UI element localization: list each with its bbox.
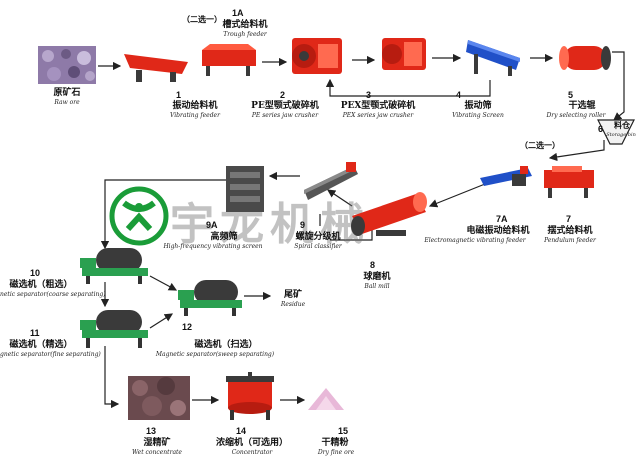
pex-jaw-crusher-image [376, 32, 432, 78]
company-logo [108, 185, 170, 247]
wet-concentrate-number: 13 [146, 426, 157, 436]
dry-selecting-roller-image [556, 40, 612, 76]
dry-selecting-roller-label-en: Dry selecting roller [546, 112, 606, 119]
dry-selecting-roller-label: 干选辊 [568, 101, 596, 111]
vibrating-screen-number: 4 [456, 90, 462, 100]
screen-return-loop [325, 78, 491, 97]
vibrating-screen-image [464, 32, 526, 80]
trough-feeder-image [198, 42, 260, 78]
vibrating-feeder-number: 1 [176, 90, 182, 100]
ball-mill-label: 球磨机 [363, 272, 391, 282]
pendulum-feeder-number: 7 [566, 214, 572, 224]
wet-concentrate-label-en: Wet concentrate [132, 449, 182, 456]
spiral-classifier-number: 9 [300, 220, 306, 230]
em-vibrating-feeder-label: 电磁振动给料机 [466, 226, 530, 236]
wet-concentrate-label: 湿精矿 [143, 438, 171, 448]
pendulum-feeder-label: 摆式给料机 [547, 226, 593, 236]
arrow-bin-to-feeders [548, 140, 605, 162]
dry-fine-ore-label-en: Dry fine ore [317, 449, 355, 456]
ball-mill-label-en: Ball mill [364, 283, 390, 290]
spiral-classifier-label-en: Spiral classifier [294, 243, 342, 250]
mag-sep-coarse-label: 磁选机（粗选） [9, 280, 73, 290]
choice-label-mid: （二选一） [520, 140, 560, 150]
arrow-coarse-to-sweep [149, 275, 178, 291]
trough-feeder-label: 槽式给料机 [222, 20, 268, 30]
pendulum-feeder-image [538, 162, 600, 200]
arrow-to-mag-sep [100, 179, 262, 250]
mag-sep-fine-number: 11 [30, 328, 40, 338]
spiral-classifier-label: 螺旋分级机 [295, 232, 341, 242]
dry-fine-ore-label: 干精粉 [321, 438, 349, 448]
mag-sep-sweep-label-en: Magnetic separator(sweep separating) [155, 351, 275, 358]
arrow-mill-to-classifier [327, 189, 353, 207]
storage-bin-label-en: Storage bin [606, 132, 636, 138]
mag-sep-sweep-number: 12 [182, 322, 193, 332]
pex-jaw-crusher-label: PEX型颚式破碎机 [340, 101, 416, 111]
watermark-text: 宇龙机械 [170, 199, 370, 250]
ball-mill-number: 8 [370, 260, 376, 270]
vibrating-feeder-label: 振动给料机 [172, 101, 218, 111]
mag-sep-fine-label-en: gnetic separator(fine separating) [0, 351, 101, 358]
dry-fine-ore-image [306, 384, 346, 412]
trough-feeder-label-en: Trough feeder [223, 31, 267, 38]
em-vibrating-feeder-image [478, 164, 534, 194]
mag-sep-fine-image [78, 306, 152, 348]
vibrating-screen-label-en: Vibrating Screen [452, 112, 504, 119]
spiral-classifier-image [300, 160, 360, 206]
arrow-fine-to-sweep [149, 313, 174, 329]
pex-jaw-crusher-label-en: PEX series jaw crusher [342, 112, 414, 119]
mag-sep-coarse-image [78, 244, 152, 284]
concentrator-label-en: Concentrator [231, 449, 273, 456]
hf-screen-label: 高频筛 [210, 232, 238, 242]
arrow-fine-to-wet [104, 346, 120, 409]
mag-sep-sweep-label: 磁选机（扫选） [194, 340, 258, 350]
pendulum-feeder-label-en: Pendulum feeder [544, 237, 596, 244]
em-vibrating-feeder-number: 7A [496, 214, 508, 224]
em-vibrating-feeder-label-en: Electromagnetic vibrating feeder [424, 237, 526, 244]
pe-jaw-crusher-number: 2 [280, 90, 286, 100]
storage-bin-image [596, 118, 636, 146]
pe-jaw-crusher-label: PE型颚式破碎机 [251, 101, 319, 111]
mag-sep-sweep-image [176, 276, 246, 316]
concentrator-number: 14 [236, 426, 247, 436]
wet-concentrate-image [128, 376, 190, 420]
vibrating-screen-label: 振动筛 [464, 101, 492, 111]
hf-screen-number: 9A [206, 220, 218, 230]
trough-feeder-number: 1A [232, 8, 244, 18]
concentrator-label: 浓缩机（可选用） [215, 438, 288, 448]
vibrating-feeder-label-en: Vibrating feeder [170, 112, 220, 119]
pex-jaw-crusher-number: 3 [366, 90, 372, 100]
mag-sep-fine-label: 磁选机（精选） [9, 340, 73, 350]
storage-bin-label: 料仓 [614, 120, 630, 130]
choice-label-top: （二选一） [182, 14, 222, 24]
pe-jaw-crusher-label-en: PE series jaw crusher [251, 112, 319, 119]
hf-screen-image [224, 164, 266, 214]
dry-fine-ore-number: 15 [338, 426, 349, 436]
hf-screen-label-en: High-frequency vibrating screen [163, 243, 263, 250]
pe-jaw-crusher-image [288, 32, 350, 80]
storage-bin-number: 6 [598, 124, 604, 134]
arrow-roller-to-bin [612, 51, 625, 121]
raw-ore-label: 原矿石 [53, 88, 81, 98]
mag-sep-coarse-number: 10 [30, 268, 41, 278]
arrow-feeder-to-mill [428, 181, 491, 208]
concentrator-image [222, 372, 278, 420]
residue-label-en: Residue [280, 301, 306, 308]
mag-sep-coarse-label-en: netic separator(coarse separating) [0, 291, 106, 298]
ball-mill-image [346, 186, 432, 242]
residue-label: 尾矿 [283, 290, 302, 300]
raw-ore-label-en: Raw ore [54, 99, 80, 106]
raw-ore-image [38, 46, 96, 84]
vibrating-feeder-image [122, 48, 192, 84]
dry-selecting-roller-number: 5 [568, 90, 574, 100]
arrow-mill-feedback [330, 230, 373, 241]
